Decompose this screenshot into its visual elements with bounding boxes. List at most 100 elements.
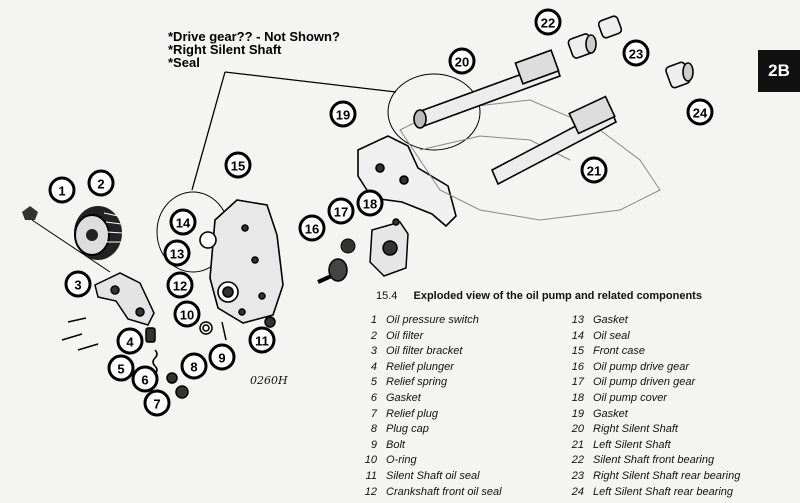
callout-number: 19 [336,108,350,123]
legend-item-label: Left Silent Shaft rear bearing [593,485,734,498]
callout-number: 22 [541,16,555,31]
callout-badge: 15 [224,151,252,179]
legend-item-number: 7 [370,407,377,420]
callout-number: 5 [117,362,124,377]
legend-item-label: Relief plunger [386,360,454,373]
legend-item-number: 10 [364,454,377,467]
callout-number: 2 [97,177,104,192]
callout-badge: 17 [327,197,355,225]
legend-item-number: 22 [571,454,584,467]
legend-item-number: 13 [571,314,584,326]
callout-badge: 18 [356,189,384,217]
annotation-line: *Drive gear?? - Not Shown? [168,29,340,44]
callout-badge: 4 [116,327,144,355]
callout-number: 6 [141,373,148,388]
callout-badge: 10 [173,300,201,328]
legend-item-label: Crankshaft front oil seal [386,485,502,498]
callout-number: 9 [218,351,225,366]
legend-item-label: Left Silent Shaft [593,438,671,451]
callout-number: 23 [629,47,643,62]
legend-item-label: Gasket [593,407,628,420]
legend-item-label: Bolt [386,438,405,451]
legend-item-label: Gasket [593,314,628,326]
callout-number: 13 [170,247,184,262]
legend-item: 4 Relief plunger [353,360,502,376]
legend-item-number: 21 [571,438,584,451]
legend-item-number: 11 [365,469,377,482]
oil-filter-bracket-part [94,272,155,326]
legend-item-label: Oil filter [386,329,424,342]
legend-item-number: 12 [364,485,377,498]
callout-badge: 16 [298,214,326,242]
annotation-leader-lines [191,71,397,191]
legend-item-label: O-ring [386,454,417,467]
front-case-part [199,199,284,324]
callout-number: 11 [255,334,269,349]
legend-item-number: 16 [571,360,584,373]
callout-badge: 8 [180,352,208,380]
left-silent-shaft-part [490,95,618,186]
legend-item-number: 9 [370,438,377,451]
callout-badge: 19 [329,100,357,128]
legend-item-label: Oil pressure switch [386,314,479,326]
callout-number: 24 [693,106,708,121]
legend-item-number: 19 [571,407,584,420]
callout-number: 12 [173,279,187,294]
legend-item: 23 Right Silent Shaft rear bearing [560,469,741,485]
legend-item: 22 Silent Shaft front bearing [560,453,740,469]
callout-number: 16 [305,222,319,237]
bearings-part [567,15,694,89]
callout-number: 1 [58,184,65,199]
legend-item-label: Oil pump driven gear [593,376,696,389]
callout-badge: 1 [48,176,76,204]
legend-item-label: Right Silent Shaft rear bearing [593,469,741,482]
legend-item: 13 Gasket [560,313,740,329]
handwritten-annotation: *Drive gear?? - Not Shown? *Right Silent… [168,30,340,69]
callout-badge: 3 [64,270,92,298]
legend-item-number: 5 [370,376,377,389]
oil-pressure-switch-part [22,206,111,273]
legend-item-number: 24 [571,485,584,498]
callout-badge: 21 [580,156,608,184]
callout-badge: 14 [169,208,197,236]
callout-badge: 24 [686,98,714,126]
callout-badge: 5 [107,354,135,382]
legend-item-label: Oil pump drive gear [593,360,689,373]
legend-item-number: 4 [370,360,377,373]
callout-number: 20 [455,55,469,70]
callout-badge: 13 [163,239,191,267]
legend-item-number: 20 [571,423,584,436]
legend-item-number: 15 [571,345,584,358]
section-tab: 2B [758,50,800,92]
driven-gear-part [340,238,356,254]
legend-item-number: 23 [571,469,584,482]
legend-item-number: 1 [370,314,377,326]
legend-item-number: 14 [571,329,584,342]
legend-item-label: Silent Shaft front bearing [593,454,715,467]
callout-badge: 12 [166,271,194,299]
drive-gear-part [317,258,348,284]
figure-title: Exploded view of the oil pump and relate… [413,290,702,302]
callout-badge: 11 [248,326,276,354]
annotation-line: *Seal [168,55,200,70]
legend-item: 12 Crankshaft front oil seal [353,485,502,501]
callout-number: 14 [176,216,191,231]
legend-item: 9 Bolt [353,438,502,454]
legend-item-number: 3 [370,345,377,358]
drawing-code: 0260H [250,374,288,387]
legend-item: 16 Oil pump drive gear [560,360,740,376]
legend-item-number: 6 [370,391,377,404]
callout-number: 10 [180,308,194,323]
figure-number: 15.4 [376,290,398,302]
